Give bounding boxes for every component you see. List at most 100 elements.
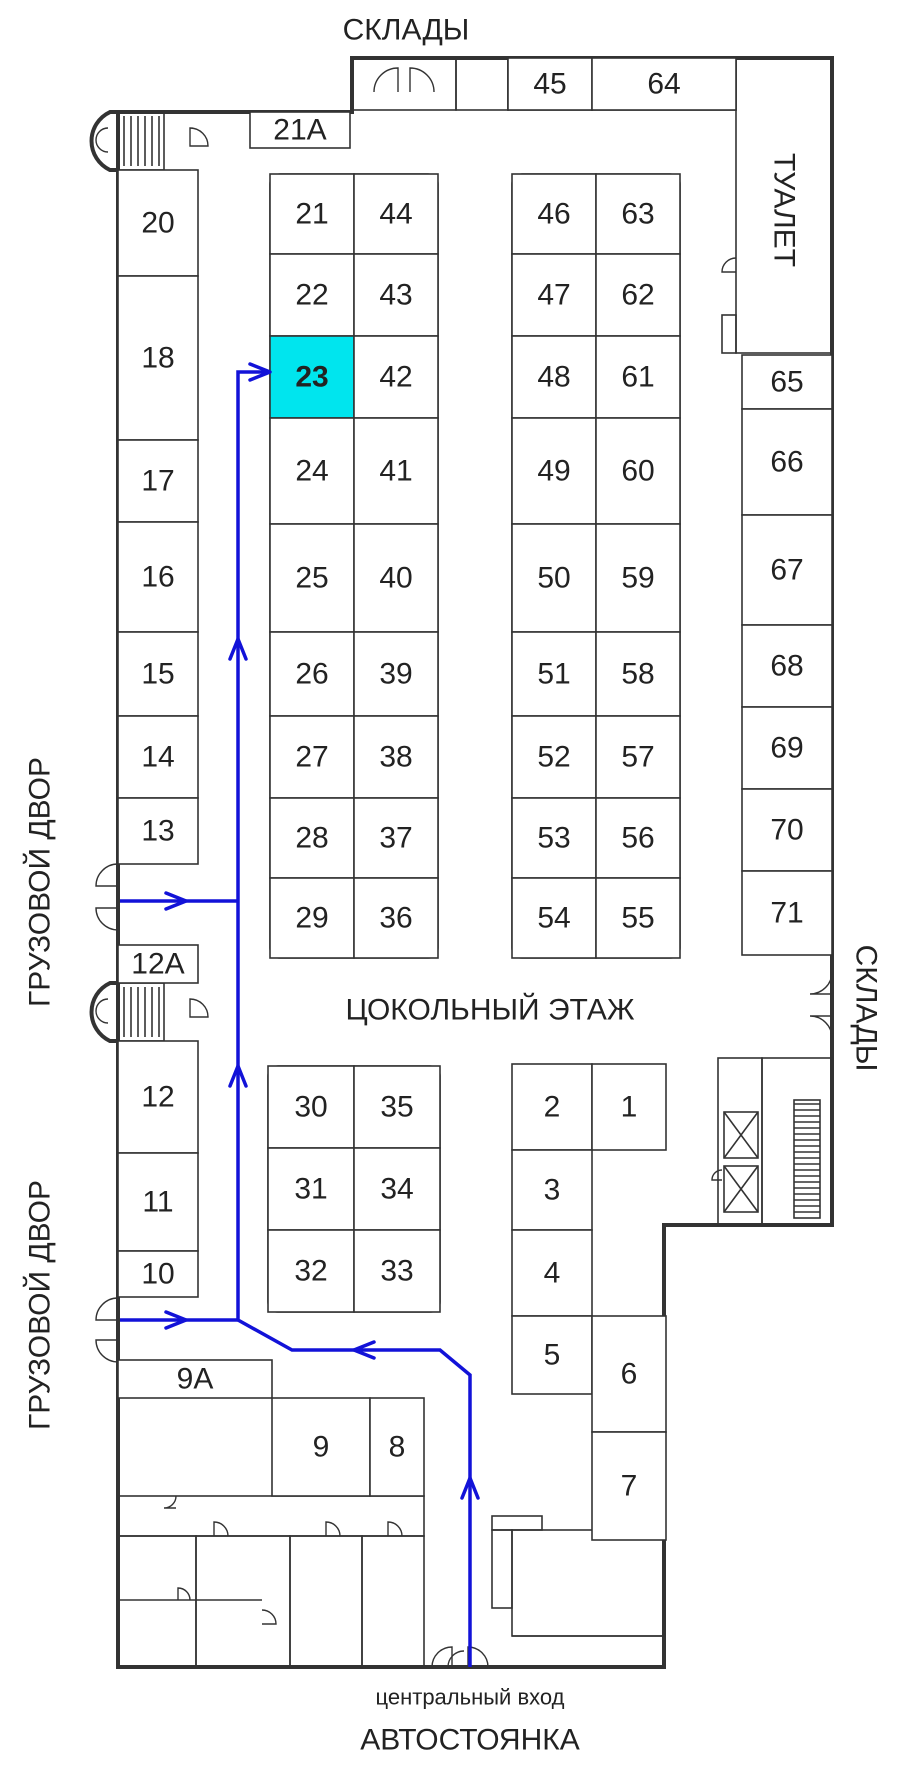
unit-21[interactable]: 21	[269, 173, 355, 255]
unit-67[interactable]: 67	[741, 514, 833, 626]
unit-9a-label: 9A	[177, 1363, 214, 1396]
unit-6[interactable]: 6	[591, 1315, 667, 1433]
unit-7[interactable]: 7	[591, 1431, 667, 1541]
unit-4[interactable]: 4	[511, 1229, 593, 1317]
unit-2[interactable]: 2	[511, 1063, 593, 1151]
unit-29[interactable]: 29	[269, 877, 355, 959]
unit-23[interactable]: 23	[269, 335, 355, 419]
unit-46-label: 46	[537, 198, 570, 231]
unit-9-label: 9	[313, 1431, 330, 1464]
unit-50[interactable]: 50	[511, 523, 597, 633]
unit-69[interactable]: 69	[741, 706, 833, 790]
unit-21a[interactable]: 21A	[249, 111, 351, 149]
unit-14[interactable]: 14	[117, 715, 199, 799]
unit-64-label: 64	[647, 68, 680, 101]
unit-46-box	[511, 173, 597, 255]
unit-5[interactable]: 5	[511, 1315, 593, 1395]
unit-43-label: 43	[379, 279, 412, 312]
unit-34[interactable]: 34	[353, 1147, 441, 1231]
unit-25-box	[269, 523, 355, 633]
unit-40[interactable]: 40	[353, 523, 439, 633]
unit-12a[interactable]: 12A	[117, 944, 199, 984]
unit-49-box	[511, 417, 597, 525]
unit-59[interactable]: 59	[595, 523, 681, 633]
unit-30-box	[267, 1065, 355, 1149]
unit-20[interactable]: 20	[117, 169, 199, 277]
label-toilet: ТУАЛЕТ	[768, 153, 801, 267]
unit-63[interactable]: 63	[595, 173, 681, 255]
unit-44[interactable]: 44	[353, 173, 439, 255]
unit-64[interactable]: 64	[591, 57, 737, 111]
unit-28[interactable]: 28	[269, 797, 355, 879]
unit-68[interactable]: 68	[741, 624, 833, 708]
unit-27[interactable]: 27	[269, 715, 355, 799]
unit-31[interactable]: 31	[267, 1147, 355, 1231]
unit-55[interactable]: 55	[595, 877, 681, 959]
unit-3[interactable]: 3	[511, 1149, 593, 1231]
unit-22[interactable]: 22	[269, 253, 355, 337]
unit-42[interactable]: 42	[353, 335, 439, 419]
unit-53[interactable]: 53	[511, 797, 597, 879]
unit-6-box	[591, 1315, 667, 1433]
unit-39[interactable]: 39	[353, 631, 439, 717]
label-parking: АВТОСТОЯНКА	[360, 1724, 579, 1757]
unit-56[interactable]: 56	[595, 797, 681, 879]
unit-1[interactable]: 1	[591, 1063, 667, 1151]
unit-26[interactable]: 26	[269, 631, 355, 717]
unit-62-label: 62	[621, 279, 654, 312]
unit-4-label: 4	[544, 1257, 561, 1290]
unit-22-label: 22	[295, 279, 328, 312]
unit-35[interactable]: 35	[353, 1065, 441, 1149]
unit-10[interactable]: 10	[117, 1250, 199, 1298]
unit-24[interactable]: 24	[269, 417, 355, 525]
unit-66[interactable]: 66	[741, 408, 833, 516]
unit-52[interactable]: 52	[511, 715, 597, 799]
unit-1-box	[591, 1063, 667, 1151]
unit-13-label: 13	[141, 815, 174, 848]
unit-9[interactable]: 9	[271, 1397, 371, 1497]
unit-44-box	[353, 173, 439, 255]
unit-12[interactable]: 12	[117, 1040, 199, 1154]
unit-46[interactable]: 46	[511, 173, 597, 255]
unit-47[interactable]: 47	[511, 253, 597, 337]
unit-11[interactable]: 11	[117, 1152, 199, 1252]
unit-58[interactable]: 58	[595, 631, 681, 717]
unit-38[interactable]: 38	[353, 715, 439, 799]
unit-53-box	[511, 797, 597, 879]
unit-71[interactable]: 71	[741, 870, 833, 956]
unit-18[interactable]: 18	[117, 275, 199, 441]
stairs-top-left	[89, 110, 209, 172]
unit-65[interactable]: 65	[741, 354, 833, 410]
unit-8-box	[369, 1397, 425, 1497]
unit-33[interactable]: 33	[353, 1229, 441, 1313]
unit-32[interactable]: 32	[267, 1229, 355, 1313]
unit-62[interactable]: 62	[595, 253, 681, 337]
unit-30[interactable]: 30	[267, 1065, 355, 1149]
unit-60[interactable]: 60	[595, 417, 681, 525]
unit-61[interactable]: 61	[595, 335, 681, 419]
unit-9a[interactable]: 9A	[117, 1359, 273, 1399]
unit-57[interactable]: 57	[595, 715, 681, 799]
unit-37[interactable]: 37	[353, 797, 439, 879]
unit-70[interactable]: 70	[741, 788, 833, 872]
unit-25[interactable]: 25	[269, 523, 355, 633]
unit-61-label: 61	[621, 361, 654, 394]
unit-49[interactable]: 49	[511, 417, 597, 525]
unit-15[interactable]: 15	[117, 631, 199, 717]
unit-13[interactable]: 13	[117, 797, 199, 865]
unit-48[interactable]: 48	[511, 335, 597, 419]
unit-41[interactable]: 41	[353, 417, 439, 525]
unit-43[interactable]: 43	[353, 253, 439, 337]
unit-54[interactable]: 54	[511, 877, 597, 959]
unit-32-box	[267, 1229, 355, 1313]
unit-10-label: 10	[141, 1258, 174, 1291]
unit-45[interactable]: 45	[507, 57, 593, 111]
unit-36[interactable]: 36	[353, 877, 439, 959]
unit-71-label: 71	[770, 897, 803, 930]
unit-8[interactable]: 8	[369, 1397, 425, 1497]
unit-16[interactable]: 16	[117, 521, 199, 633]
unit-27-box	[269, 715, 355, 799]
unit-51[interactable]: 51	[511, 631, 597, 717]
label-right-warehouse: СКЛАДЫ	[850, 945, 883, 1072]
unit-17[interactable]: 17	[117, 439, 199, 523]
